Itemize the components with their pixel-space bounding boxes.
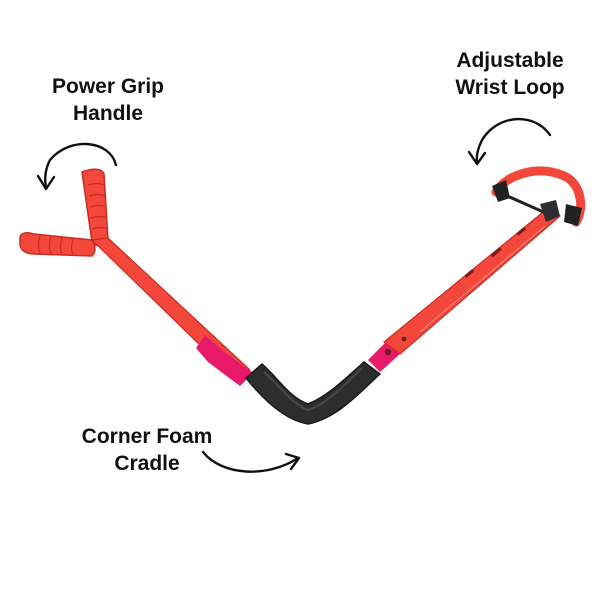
left-grip bbox=[19, 232, 96, 257]
corner-foam-label-line2: Cradle bbox=[114, 452, 180, 475]
curved-arrow-icon bbox=[36, 142, 118, 191]
wrist-loop-label-line2: Wrist Loop bbox=[455, 76, 565, 99]
power-grip-label-line2: Handle bbox=[72, 102, 143, 125]
power-grip-handle bbox=[19, 168, 253, 386]
corner-foam-cradle bbox=[244, 361, 382, 425]
power-grip-label: Power Grip Handle bbox=[40, 73, 176, 127]
left-pink-band bbox=[196, 335, 253, 386]
right-shaft bbox=[368, 207, 561, 372]
wrist-loop-label-line1: Adjustable bbox=[456, 49, 564, 72]
power-grip-label-line1: Power Grip bbox=[51, 75, 165, 98]
corner-foam-label-line1: Corner Foam bbox=[81, 425, 213, 448]
corner-foam-label: Corner Foam Cradle bbox=[72, 423, 222, 477]
upper-grip bbox=[81, 168, 109, 247]
wrist-loop bbox=[491, 166, 586, 227]
wrist-loop-label: Adjustable Wrist Loop bbox=[445, 47, 575, 101]
curved-arrow-icon bbox=[467, 117, 552, 166]
curved-arrow-icon bbox=[201, 450, 301, 473]
